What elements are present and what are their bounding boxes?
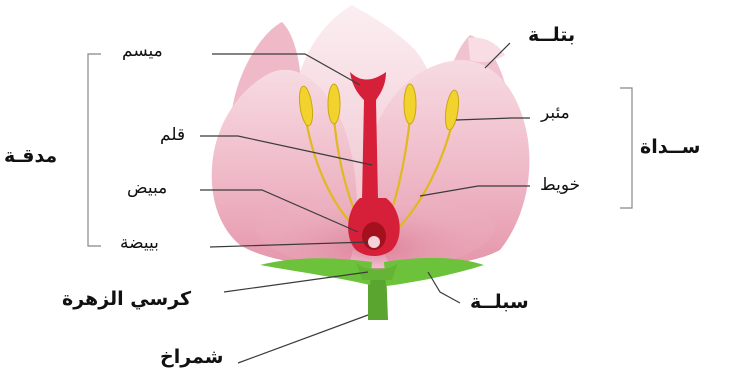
label-filament: خويط [540, 177, 580, 194]
label-anther: مئبر [541, 105, 570, 122]
label-stamen: ســداة [640, 138, 700, 157]
label-ovule: بييضة [120, 235, 159, 252]
petal-front-right-curl [468, 38, 505, 63]
sepal-left [260, 258, 372, 285]
label-petal: بتلــة [528, 26, 575, 45]
label-stigma: ميسم [122, 43, 163, 60]
label-pedicel: شمراخ [160, 348, 223, 367]
label-style: قلم [160, 127, 185, 144]
label-sepal: سبلــة [470, 293, 529, 312]
ovule-shape [368, 236, 380, 248]
label-receptacle: كرسي الزهرة [62, 290, 191, 309]
label-ovary: مبيض [127, 180, 167, 197]
label-pistil: مدقـة [4, 147, 57, 166]
